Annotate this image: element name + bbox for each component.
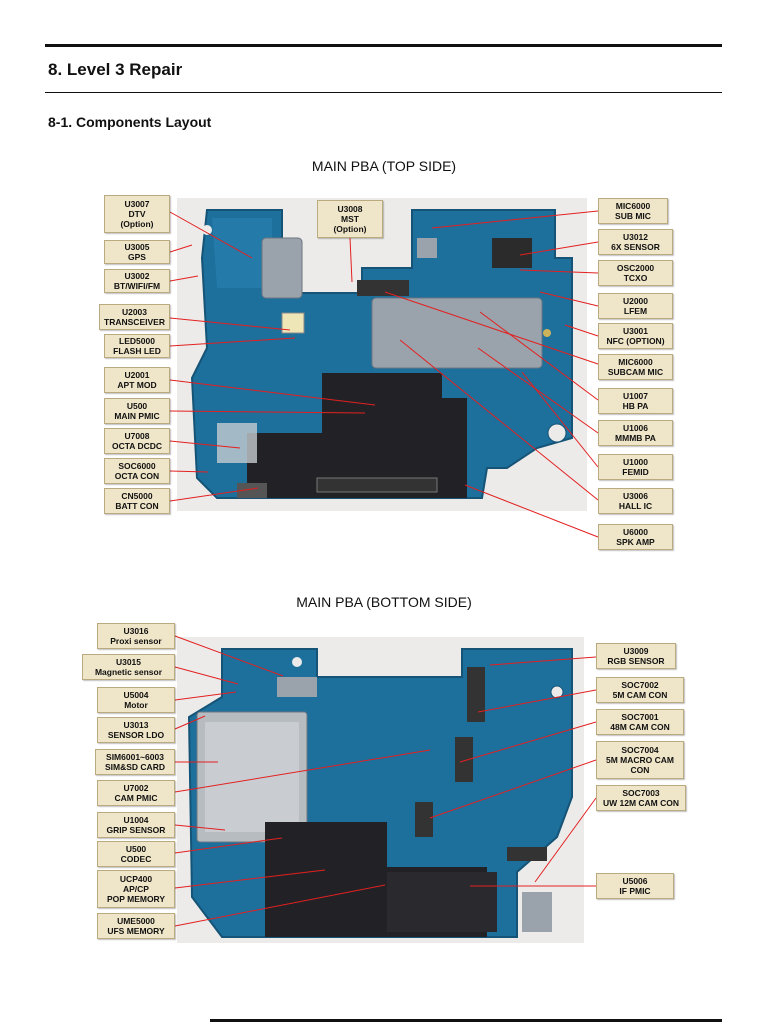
footer-rule <box>210 1019 722 1022</box>
label-u2003: U2003 TRANSCEIVER <box>99 304 170 330</box>
label-text: U3012 6X SENSOR <box>611 232 660 252</box>
label-text: U3016 Proxi sensor <box>110 626 162 646</box>
label-text: U5006 IF PMIC <box>619 876 651 896</box>
label-text: SOC7002 5M CAM CON <box>612 680 668 700</box>
label-soc7003: SOC7003 UW 12M CAM CON <box>596 785 686 811</box>
label-text: U3001 NFC (OPTION) <box>606 326 665 346</box>
label-soc7002: SOC7002 5M CAM CON <box>596 677 684 703</box>
label-u2000: U2000 LFEM <box>598 293 673 319</box>
label-text: U1004 GRIP SENSOR <box>106 815 166 835</box>
label-text: U1007 HB PA <box>622 391 649 411</box>
label-u3002: U3002 BT/WIFI/FM <box>104 269 170 293</box>
section-heading: 8. Level 3 Repair <box>48 60 183 79</box>
label-text: LED5000 FLASH LED <box>113 336 161 356</box>
label-text: MIC6000 SUBCAM MIC <box>607 357 664 377</box>
label-u3009: U3009 RGB SENSOR <box>596 643 676 669</box>
heading-rule <box>45 92 722 93</box>
bottom-side-caption: MAIN PBA (BOTTOM SIDE) <box>296 594 472 610</box>
label-u3005: U3005 GPS <box>104 240 170 264</box>
label-u1000: U1000 FEMID <box>598 454 673 480</box>
label-text: U2003 TRANSCEIVER <box>104 307 165 327</box>
label-osc2000: OSC2000 TCXO <box>598 260 673 286</box>
label-text: MIC6000 SUB MIC <box>615 201 651 221</box>
label-text: SOC7003 UW 12M CAM CON <box>602 788 680 808</box>
label-soc7004: SOC7004 5M MACRO CAM CON <box>596 741 684 779</box>
label-u3001: U3001 NFC (OPTION) <box>598 323 673 349</box>
label-text: CN5000 BATT CON <box>115 491 159 511</box>
label-text: U5004 Motor <box>123 690 149 710</box>
label-text: U3005 GPS <box>124 242 150 262</box>
label-u3008: U3008 MST (Option) <box>317 200 383 238</box>
top-pcb-drawing <box>190 209 573 499</box>
label-text: U3006 HALL IC <box>618 491 653 511</box>
label-text: U3009 RGB SENSOR <box>607 646 665 666</box>
label-mic6000-subcam: MIC6000 SUBCAM MIC <box>598 354 673 380</box>
label-u3016: U3016 Proxi sensor <box>97 623 175 649</box>
label-u1004: U1004 GRIP SENSOR <box>97 812 175 838</box>
label-text: U1000 FEMID <box>622 457 649 477</box>
label-ucp400: UCP400 AP/CP POP MEMORY <box>97 870 175 908</box>
label-text: U6000 SPK AMP <box>616 527 655 547</box>
label-text: UME5000 UFS MEMORY <box>107 916 165 936</box>
label-text: U3008 MST (Option) <box>333 204 367 234</box>
label-u3013: U3013 SENSOR LDO <box>97 717 175 743</box>
label-mic6000-sub: MIC6000 SUB MIC <box>598 198 668 224</box>
label-text: U7002 CAM PMIC <box>114 783 158 803</box>
label-u3007: U3007 DTV (Option) <box>104 195 170 233</box>
label-text: U500 MAIN PMIC <box>114 401 160 421</box>
label-led5000: LED5000 FLASH LED <box>104 334 170 358</box>
label-text: U3007 DTV (Option) <box>120 199 154 229</box>
label-u1006: U1006 MMMB PA <box>598 420 673 446</box>
label-text: UCP400 AP/CP POP MEMORY <box>106 874 166 904</box>
label-text: SOC7004 5M MACRO CAM CON <box>606 745 674 775</box>
label-u5006: U5006 IF PMIC <box>596 873 674 899</box>
label-sim6001: SIM6001~6003 SIM&SD CARD <box>95 749 175 775</box>
label-u5004: U5004 Motor <box>97 687 175 713</box>
bottom-pcb-drawing <box>187 648 573 938</box>
top-rule <box>45 44 722 47</box>
label-u500-codec: U500 CODEC <box>97 841 175 867</box>
label-text: SOC6000 OCTA CON <box>114 461 160 481</box>
label-u3006: U3006 HALL IC <box>598 488 673 514</box>
label-text: U7008 OCTA DCDC <box>111 431 163 451</box>
label-u7002: U7002 CAM PMIC <box>97 780 175 806</box>
label-u6000: U6000 SPK AMP <box>598 524 673 550</box>
label-text: OSC2000 TCXO <box>616 263 655 283</box>
label-u3012: U3012 6X SENSOR <box>598 229 673 255</box>
label-u500: U500 MAIN PMIC <box>104 398 170 424</box>
label-text: U2001 APT MOD <box>117 370 157 390</box>
subsection-heading: 8-1. Components Layout <box>48 114 212 130</box>
label-u2001: U2001 APT MOD <box>104 367 170 393</box>
label-text: SIM6001~6003 SIM&SD CARD <box>105 752 165 772</box>
label-text: U3013 SENSOR LDO <box>107 720 165 740</box>
label-u7008: U7008 OCTA DCDC <box>104 428 170 454</box>
label-text: U3002 BT/WIFI/FM <box>113 271 161 291</box>
label-u3015: U3015 Magnetic sensor <box>82 654 175 680</box>
top-side-caption: MAIN PBA (TOP SIDE) <box>311 158 457 174</box>
bottom-side-photo <box>177 637 584 943</box>
label-text: SOC7001 48M CAM CON <box>610 712 670 732</box>
label-soc7001: SOC7001 48M CAM CON <box>596 709 684 735</box>
label-cn5000: CN5000 BATT CON <box>104 488 170 514</box>
label-text: U3015 Magnetic sensor <box>94 657 163 677</box>
top-side-photo <box>177 198 587 511</box>
label-text: U500 CODEC <box>120 844 152 864</box>
label-soc6000: SOC6000 OCTA CON <box>104 458 170 484</box>
label-u1007: U1007 HB PA <box>598 388 673 414</box>
label-text: U2000 LFEM <box>622 296 649 316</box>
label-text: U1006 MMMB PA <box>615 423 656 443</box>
label-ume5000: UME5000 UFS MEMORY <box>97 913 175 939</box>
